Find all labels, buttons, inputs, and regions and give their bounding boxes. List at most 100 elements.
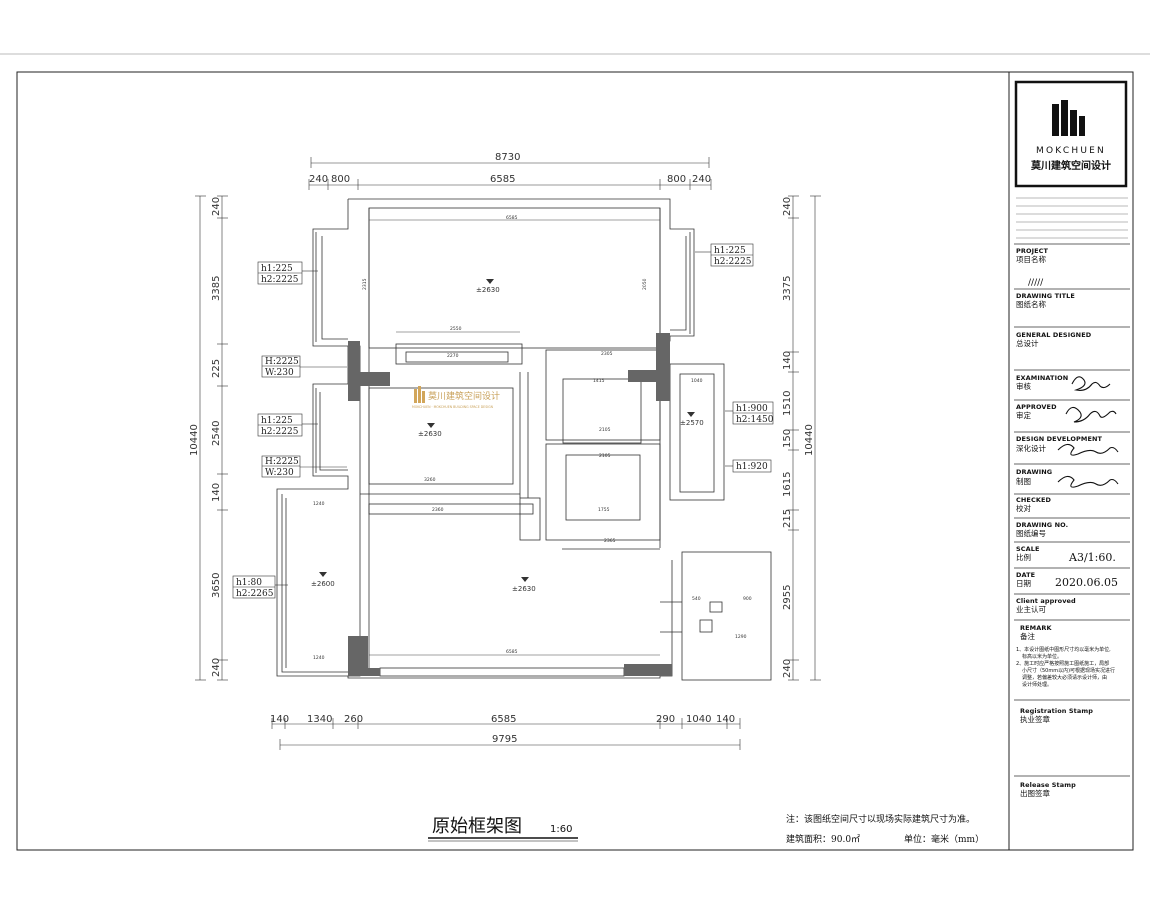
scale-label-en: SCALE xyxy=(1016,545,1040,553)
tag-line2: h2:2225 xyxy=(261,275,299,285)
tag-line1: H:2225 xyxy=(265,357,299,367)
svg-text:2365: 2365 xyxy=(604,538,616,544)
dim-bottom-seg: 1340 xyxy=(307,714,332,725)
client-label-cn: 业主认可 xyxy=(1016,604,1046,614)
drawing-label-cn: 制图 xyxy=(1016,476,1031,486)
level-label: ±2600 xyxy=(311,580,335,588)
wall-outline-top xyxy=(348,198,695,342)
project-label-en: PROJECT xyxy=(1016,247,1049,255)
drawing-scale: 1:60 xyxy=(550,824,572,835)
bedroom-top xyxy=(368,207,661,349)
svg-text:6585: 6585 xyxy=(506,215,518,221)
svg-text:540: 540 xyxy=(692,596,701,602)
project-label-cn: 项目名称 xyxy=(1016,254,1046,264)
tag-line2: h2:2265 xyxy=(236,589,274,599)
bath-bottom xyxy=(545,443,661,541)
svg-text:2550: 2550 xyxy=(450,326,462,332)
dim-right-seg: 140 xyxy=(782,351,793,370)
registration-label-en: Registration Stamp xyxy=(1020,707,1093,715)
dim-right-seg: 240 xyxy=(782,659,793,678)
dd-signature xyxy=(1057,443,1119,456)
dim-right-seg: 3375 xyxy=(782,276,793,301)
floor-plan xyxy=(276,198,772,681)
level-markers: ±2630 ±2630 ±2570 ±2600 ±2630 xyxy=(311,279,704,593)
remark-label-cn: 备注 xyxy=(1020,631,1036,641)
approved-signature xyxy=(1065,406,1117,423)
dim-bottom-seg: 260 xyxy=(344,714,363,725)
tag-line1: h1:900 xyxy=(736,404,768,414)
release-label-cn: 出图签章 xyxy=(1020,788,1050,798)
tag-line1: h1:225 xyxy=(714,246,746,256)
svg-text:2105: 2105 xyxy=(599,427,611,433)
svg-text:1415: 1415 xyxy=(593,378,605,384)
titleblock: MOKCHUEN 莫川建筑空间设计 xyxy=(1014,80,1130,798)
remark-text: 设计师处理。 xyxy=(1022,681,1052,688)
brand-box xyxy=(1014,80,1128,188)
area-label: 建筑面积：90.0㎡ xyxy=(786,833,860,845)
dim-top-total: 8730 xyxy=(495,152,520,163)
drawing-label-en: DRAWING xyxy=(1016,468,1052,476)
level-label: ±2630 xyxy=(476,286,500,294)
exam-signature xyxy=(1071,376,1111,391)
drawing-title-label-en: DRAWING TITLE xyxy=(1016,292,1075,300)
utility-right xyxy=(681,551,772,681)
inner-dimensions: 6585 2550 2270 2305 1415 1040 2105 2105 … xyxy=(313,215,752,661)
remark-text: 小尺寸（50mm以内)可根据现场实况进行 xyxy=(1022,667,1115,674)
tag-line2: h2:1450 xyxy=(736,415,774,425)
tag-line2: h2:2225 xyxy=(261,427,299,437)
exam-label-en: EXAMINATION xyxy=(1016,374,1068,382)
svg-text:MOKCHUEN · MOKCHUEN BUILDING S: MOKCHUEN · MOKCHUEN BUILDING SPACE DESIG… xyxy=(412,405,494,409)
tag-line1: h1:80 xyxy=(236,578,262,588)
dd-label-cn: 深化设计 xyxy=(1016,443,1046,453)
dim-left-seg: 240 xyxy=(211,658,222,677)
drawing-no-label-cn: 图纸编号 xyxy=(1016,528,1046,538)
svg-text:900: 900 xyxy=(743,596,752,602)
dim-right-seg: 1510 xyxy=(782,391,793,416)
dim-left-seg: 140 xyxy=(211,483,222,502)
tag-line2: W:230 xyxy=(265,368,294,378)
tag-line1: h1:225 xyxy=(261,264,293,274)
checked-label-cn: 校对 xyxy=(1016,503,1032,513)
general-label-en: GENERAL DESIGNED xyxy=(1016,331,1092,339)
height-tags: h1:225 h2:2225 h1:225 h2:2225 H:2225 W:2… xyxy=(232,243,774,599)
dim-left-seg: 3385 xyxy=(211,276,222,301)
dim-left-seg: 225 xyxy=(211,359,222,378)
svg-text:3260: 3260 xyxy=(424,477,436,483)
remark-label-en: REMARK xyxy=(1020,624,1052,632)
svg-text:2050: 2050 xyxy=(642,278,648,290)
svg-text:2105: 2105 xyxy=(599,453,611,459)
dim-top-seg: 6585 xyxy=(490,174,515,185)
wall-outline-top-left xyxy=(312,199,349,347)
dim-right-seg: 1615 xyxy=(782,472,793,497)
checked-label-en: CHECKED xyxy=(1016,496,1051,504)
dim-left-seg: 240 xyxy=(211,197,222,216)
watermark: 莫川建筑空间设计 MOKCHUEN · MOKCHUEN BUILDING SP… xyxy=(412,386,500,409)
level-label: ±2570 xyxy=(680,419,704,427)
dim-left-seg: 2540 xyxy=(211,421,222,446)
dim-bottom-seg: 140 xyxy=(716,714,735,725)
tag-line1: H:2225 xyxy=(265,457,299,467)
remark-text: 标高以米为单位。 xyxy=(1022,653,1062,660)
dim-bottom-seg: 290 xyxy=(656,714,675,725)
remark-text: 1、本设计图纸中图形尺寸均以毫米为单位, xyxy=(1016,646,1111,653)
drawing-title: 原始框架图 xyxy=(432,816,522,837)
dim-left-total: 10440 xyxy=(189,424,200,456)
tag-line2: W:230 xyxy=(265,468,294,478)
drawing-signature xyxy=(1057,475,1119,488)
date-value: 2020.06.05 xyxy=(1055,576,1118,589)
dim-right-seg: 2955 xyxy=(782,585,793,610)
svg-text:2360: 2360 xyxy=(432,507,444,513)
scale-value: A3/1:60. xyxy=(1068,551,1116,564)
client-label-en: Client approved xyxy=(1016,597,1076,605)
dim-right-seg: 215 xyxy=(782,509,793,528)
approved-label-cn: 审定 xyxy=(1016,410,1032,420)
svg-text:2270: 2270 xyxy=(447,353,459,359)
svg-text:1040: 1040 xyxy=(691,378,703,384)
brand-logo-icon xyxy=(1052,100,1085,136)
remark-text: 2、施工时应严格按照施工图纸施工，局部 xyxy=(1016,660,1109,667)
brand-name-cn: 莫川建筑空间设计 xyxy=(1030,159,1111,172)
svg-text:1290: 1290 xyxy=(735,634,747,640)
bedroom-mid xyxy=(368,387,514,485)
dim-bottom-total: 9795 xyxy=(492,734,517,745)
